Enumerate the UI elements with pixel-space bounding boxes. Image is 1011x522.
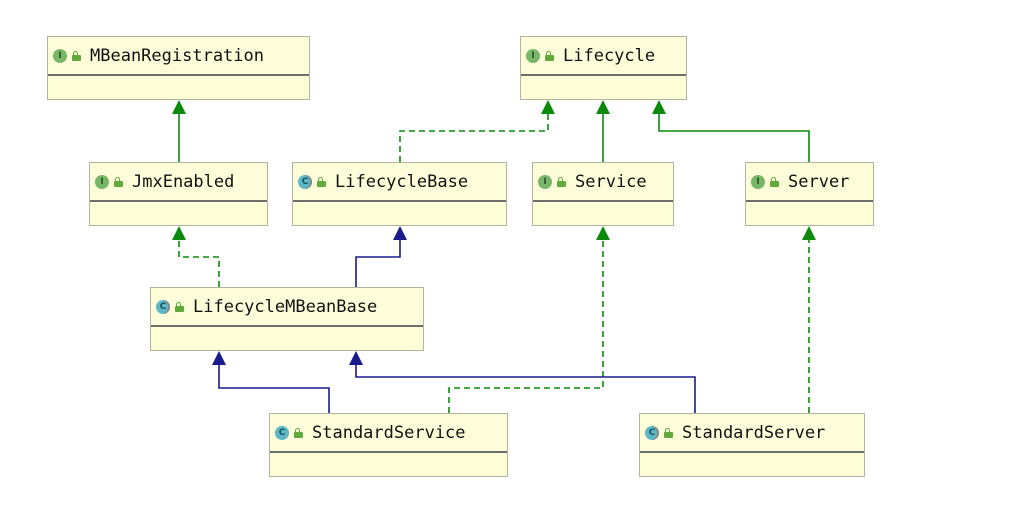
class-node-lifecycle-base[interactable]: C LifecycleBase (292, 162, 507, 226)
edge-arrowhead (393, 226, 407, 240)
edge-service-to-lifecycle (596, 100, 610, 162)
class-node-members (151, 327, 423, 350)
class-node-members (521, 76, 686, 99)
class-node-members (48, 76, 309, 99)
edge-line (355, 353, 696, 413)
public-visibility-icon (175, 301, 184, 312)
edge-lifecycle-mbean-base-to-lifecycle-base (355, 226, 407, 287)
class-name-label: StandardService (312, 422, 466, 443)
class-node-jmx-enabled[interactable]: I JmxEnabled (89, 162, 268, 226)
class-node-members (746, 202, 873, 225)
class-node-lifecycle-mbean-base[interactable]: C LifecycleMBeanBase (150, 287, 424, 351)
class-node-header: C StandardServer (640, 414, 864, 453)
edge-arrowhead (596, 100, 610, 114)
public-visibility-icon (664, 427, 673, 438)
edge-arrowhead (541, 100, 555, 114)
class-node-header: I Server (746, 163, 873, 202)
edge-jmx-enabled-to-mbean-registration (172, 100, 186, 162)
class-node-server[interactable]: I Server (745, 162, 874, 226)
class-node-members (90, 202, 267, 225)
class-name-label: LifecycleBase (335, 171, 469, 192)
public-visibility-icon (317, 176, 326, 187)
edge-arrowhead (349, 351, 363, 365)
edge-line (178, 228, 220, 287)
edge-standard-service-to-service (448, 226, 610, 413)
edge-arrowhead (212, 351, 226, 365)
class-name-label: MBeanRegistration (90, 45, 264, 66)
class-node-header: C LifecycleBase (293, 163, 506, 202)
public-visibility-icon (770, 176, 779, 187)
class-node-header: C StandardService (270, 414, 507, 453)
edge-standard-service-to-lifecycle-mbean-base (212, 351, 330, 413)
class-name-label: Lifecycle (563, 45, 656, 66)
public-visibility-icon (557, 176, 566, 187)
class-node-members (293, 202, 506, 225)
edge-arrowhead (172, 226, 186, 240)
edge-line (218, 353, 330, 413)
class-node-header: C LifecycleMBeanBase (151, 288, 423, 327)
interface-icon: I (538, 174, 552, 189)
class-node-standard-service[interactable]: C StandardService (269, 413, 508, 477)
class-node-members (533, 202, 673, 225)
public-visibility-icon (545, 50, 554, 61)
interface-icon: I (526, 48, 540, 63)
public-visibility-icon (294, 427, 303, 438)
interface-icon: I (53, 48, 67, 63)
class-node-header: I Service (533, 163, 673, 202)
public-visibility-icon (72, 50, 81, 61)
class-node-members (640, 453, 864, 476)
edge-line (355, 228, 401, 287)
class-name-label: StandardServer (682, 422, 826, 443)
class-node-mbean-registration[interactable]: I MBeanRegistration (47, 36, 310, 100)
class-icon: C (275, 425, 289, 440)
class-node-members (270, 453, 507, 476)
class-node-service[interactable]: I Service (532, 162, 674, 226)
edge-standard-server-to-server (802, 226, 816, 413)
edge-line (448, 228, 604, 413)
class-node-standard-server[interactable]: C StandardServer (639, 413, 865, 477)
edge-arrowhead (596, 226, 610, 240)
edge-arrowhead (802, 226, 816, 240)
class-node-header: I Lifecycle (521, 37, 686, 76)
edge-line (399, 102, 549, 162)
interface-icon: I (95, 174, 109, 189)
abstract-class-icon: C (645, 425, 659, 440)
edge-standard-server-to-lifecycle-mbean-base (349, 351, 696, 413)
class-name-label: Server (788, 171, 850, 192)
abstract-class-icon: C (298, 174, 312, 189)
edge-arrowhead (652, 100, 666, 114)
class-name-label: JmxEnabled (132, 171, 235, 192)
class-name-label: Service (575, 171, 647, 192)
edge-lifecycle-mbean-base-to-jmx-enabled (172, 226, 220, 287)
class-name-label: LifecycleMBeanBase (193, 296, 378, 317)
class-node-header: I MBeanRegistration (48, 37, 309, 76)
abstract-class-icon: C (156, 299, 170, 314)
edge-server-to-lifecycle (652, 100, 810, 162)
class-node-lifecycle[interactable]: I Lifecycle (520, 36, 687, 100)
edge-arrowhead (172, 100, 186, 114)
public-visibility-icon (114, 176, 123, 187)
interface-icon: I (751, 174, 765, 189)
edge-line (658, 102, 810, 162)
edge-lifecycle-base-to-lifecycle (399, 100, 555, 162)
class-node-header: I JmxEnabled (90, 163, 267, 202)
